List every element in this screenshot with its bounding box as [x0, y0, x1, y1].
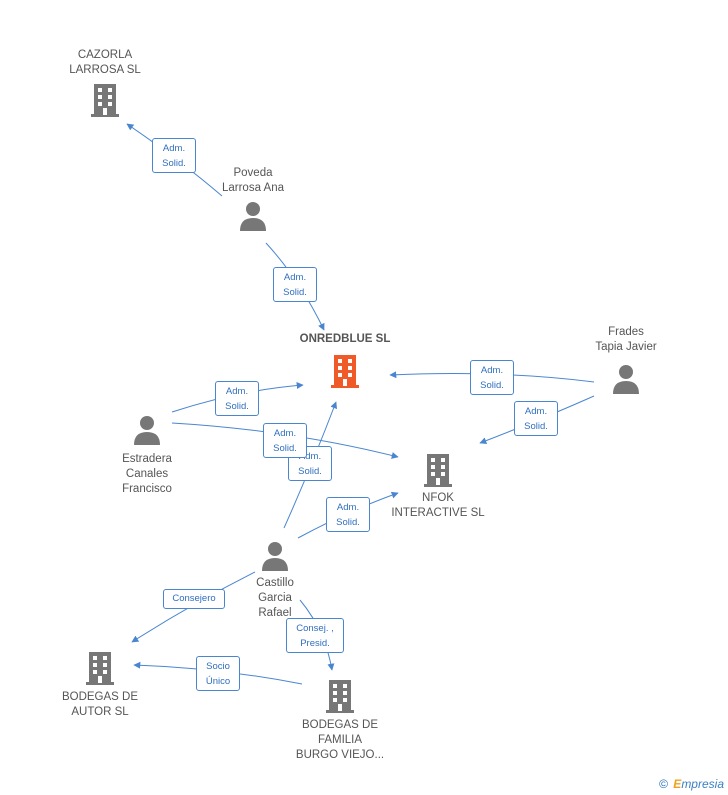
edge-label-frades-nfok[interactable]: Adm. Solid.: [514, 401, 558, 436]
edge-label-castillo-familia[interactable]: Consej. , Presid.: [286, 618, 344, 653]
copyright-icon: ©: [659, 777, 668, 791]
node-castillo-garcia-rafael[interactable]: Castillo Garcia Rafael: [220, 540, 330, 621]
person-icon: [134, 416, 160, 445]
node-label: NFOK INTERACTIVE SL: [391, 492, 485, 519]
person-icon: [613, 365, 639, 394]
node-poveda-larrosa-ana[interactable]: Poveda Larrosa Ana: [198, 166, 308, 232]
edge-label-poveda-cazorla[interactable]: Adm. Solid.: [152, 138, 196, 173]
edge-label-poveda-center[interactable]: Adm. Solid.: [273, 267, 317, 302]
node-label: BODEGAS DE FAMILIA BURGO VIEJO...: [295, 719, 385, 761]
person-icon: [240, 202, 266, 231]
edge-label-estradera-center[interactable]: Adm. Solid.: [215, 381, 259, 416]
brand-name: mpresia: [681, 777, 724, 791]
node-cazorla-larrosa-sl[interactable]: CAZORLA LARROSA SL: [50, 48, 160, 118]
node-label: BODEGAS DE AUTOR SL: [61, 691, 139, 718]
edge-label-castillo-autor[interactable]: Consejero: [163, 589, 225, 609]
person-icon: [262, 542, 288, 571]
node-frades-tapia-javier[interactable]: Frades Tapia Javier: [571, 325, 681, 395]
building-icon: [86, 652, 114, 685]
edge-label-familia-autor[interactable]: Socio Único: [196, 656, 240, 691]
node-estradera-canales-francisco[interactable]: Estradera Canales Francisco: [92, 414, 202, 497]
node-label: ONREDBLUE SL: [299, 333, 391, 345]
node-label: Estradera Canales Francisco: [122, 453, 172, 495]
building-icon: [331, 355, 359, 388]
node-label: Castillo Garcia Rafael: [256, 577, 294, 619]
node-onredblue-sl[interactable]: ONREDBLUE SL: [285, 332, 405, 389]
edge-label-frades-center[interactable]: Adm. Solid.: [470, 360, 514, 395]
building-icon: [326, 680, 354, 713]
edge-label-castillo-nfok[interactable]: Adm. Solid.: [326, 497, 370, 532]
brand-initial: E: [673, 777, 682, 791]
node-label: Frades Tapia Javier: [595, 326, 657, 353]
building-icon: [91, 84, 119, 117]
node-label: CAZORLA LARROSA SL: [69, 49, 141, 76]
node-label: Poveda Larrosa Ana: [221, 167, 284, 194]
empresia-watermark[interactable]: © Empresia: [659, 777, 724, 791]
node-nfok-interactive-sl[interactable]: NFOK INTERACTIVE SL: [378, 452, 498, 521]
building-icon: [424, 454, 452, 487]
edge-label-estradera-nfok[interactable]: Adm. Solid.: [263, 423, 307, 458]
node-bodegas-de-familia-burgo-viejo[interactable]: BODEGAS DE FAMILIA BURGO VIEJO...: [280, 678, 400, 763]
node-bodegas-de-autor-sl[interactable]: BODEGAS DE AUTOR SL: [45, 650, 155, 720]
